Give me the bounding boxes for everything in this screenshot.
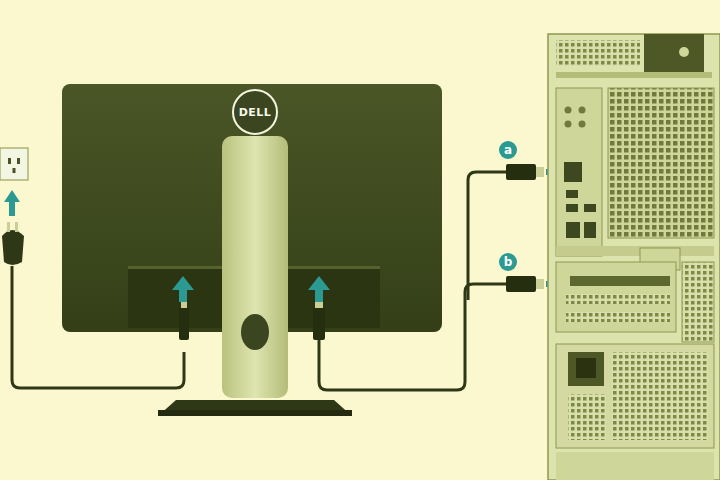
video-cable — [468, 172, 508, 300]
callout-label: b — [504, 256, 513, 268]
pc-tower — [548, 34, 720, 480]
power-plug — [2, 222, 24, 265]
monitor-stand — [158, 136, 352, 416]
callout-number: a — [499, 141, 517, 159]
wall-outlet — [0, 148, 28, 180]
callout-number: b — [499, 253, 517, 271]
callout-label: a — [504, 144, 512, 156]
video-cable — [319, 284, 508, 390]
plug-arrow — [4, 190, 20, 216]
logo-text: DELL — [239, 106, 272, 119]
brand-logo: DELL — [232, 89, 278, 135]
port-arrow — [172, 276, 330, 302]
cable-plug — [179, 302, 325, 340]
cable-plug — [506, 164, 544, 292]
